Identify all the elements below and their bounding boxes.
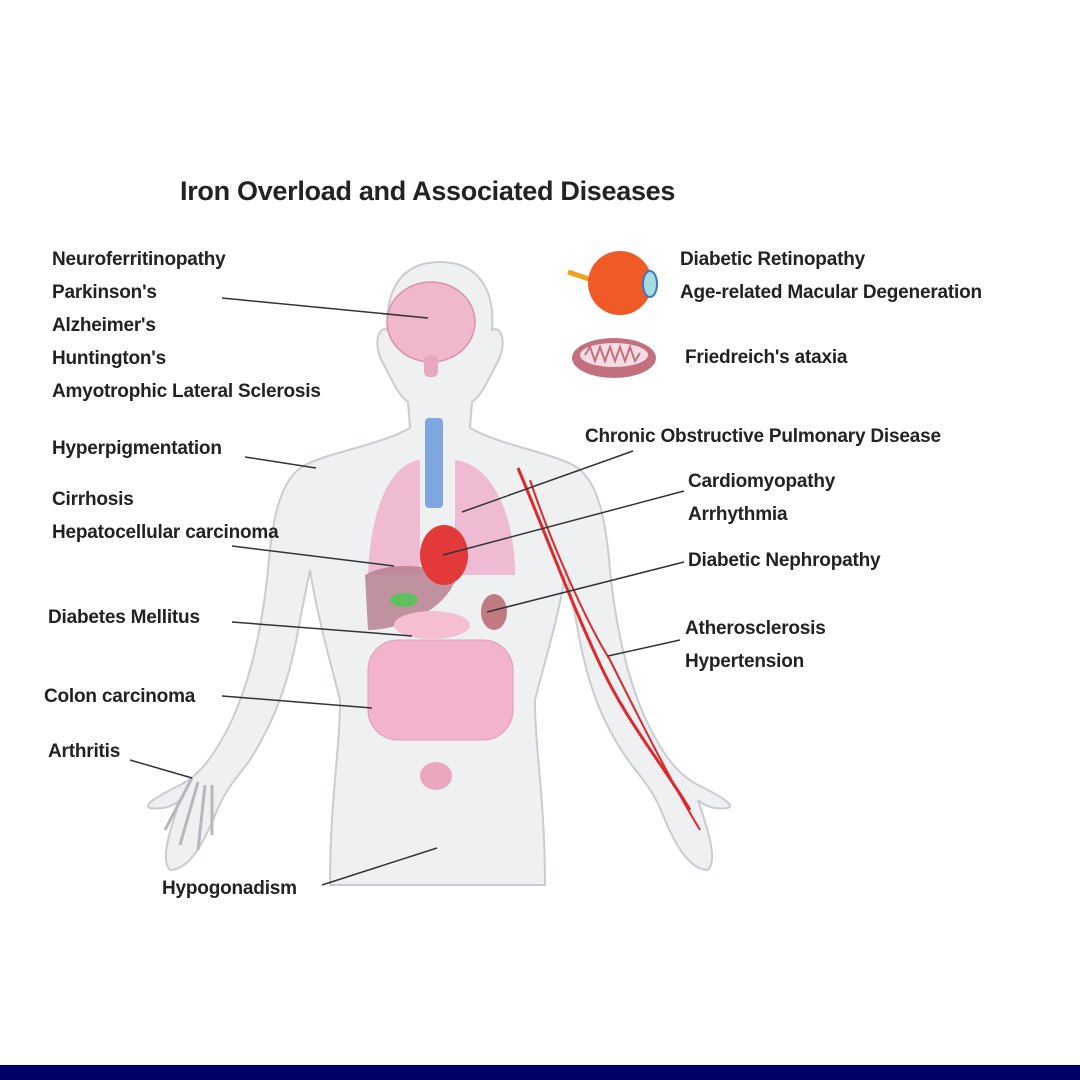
right-lung-icon bbox=[455, 460, 515, 575]
hand-bones-icon bbox=[163, 777, 214, 851]
label-parkinsons: Parkinson's bbox=[52, 282, 157, 303]
leader-lungs bbox=[461, 450, 634, 513]
label-neuroferritinopathy: Neuroferritinopathy bbox=[52, 249, 226, 270]
diagram-title: Iron Overload and Associated Diseases bbox=[180, 176, 676, 206]
label-diabetic-retinopathy: Diabetic Retinopathy bbox=[680, 249, 865, 270]
label-hypertension: Hypertension bbox=[685, 651, 805, 672]
artery-branch-icon bbox=[529, 479, 701, 831]
label-als: Amyotrophic Lateral Sclerosis bbox=[52, 381, 321, 402]
bladder-icon bbox=[420, 762, 452, 790]
label-cardiomyopathy: Cardiomyopathy bbox=[688, 471, 836, 492]
leader-pancreas bbox=[231, 621, 413, 637]
trachea-icon bbox=[425, 418, 443, 508]
brain-icon bbox=[386, 281, 476, 363]
vessel-disease-list: Atherosclerosis Hypertension bbox=[685, 612, 826, 678]
label-friedreichs-ataxia: Friedreich's ataxia bbox=[685, 347, 848, 368]
leader-brain bbox=[221, 297, 429, 319]
leader-vessels bbox=[607, 639, 681, 657]
optic-nerve-icon bbox=[567, 269, 593, 283]
pancreas-icon bbox=[394, 611, 470, 639]
label-arrhythmia: Arrhythmia bbox=[688, 504, 788, 525]
brain-disease-list: Neuroferritinopathy Parkinson's Alzheime… bbox=[52, 243, 321, 408]
label-colon-carcinoma: Colon carcinoma bbox=[44, 686, 196, 707]
footer-bar bbox=[0, 1065, 1080, 1080]
leader-colon bbox=[221, 695, 373, 709]
eye-icon bbox=[588, 251, 652, 315]
leader-joints bbox=[129, 759, 193, 779]
gallbladder-icon bbox=[390, 593, 418, 607]
label-atherosclerosis: Atherosclerosis bbox=[685, 618, 826, 639]
label-alzheimers: Alzheimer's bbox=[52, 315, 156, 336]
label-amd: Age-related Macular Degeneration bbox=[680, 282, 982, 303]
label-arthritis: Arthritis bbox=[48, 741, 121, 762]
label-diabetic-nephropathy: Diabetic Nephropathy bbox=[688, 550, 881, 571]
leader-skin bbox=[244, 456, 317, 469]
cornea-icon bbox=[642, 270, 658, 298]
leader-heart bbox=[442, 490, 685, 556]
intestines-icon bbox=[367, 639, 514, 741]
eye-disease-list: Diabetic Retinopathy Age-related Macular… bbox=[680, 243, 982, 309]
cristae-icon bbox=[584, 344, 641, 364]
kidney-icon bbox=[481, 594, 507, 630]
liver-disease-list: Cirrhosis Hepatocellular carcinoma bbox=[52, 483, 279, 549]
leader-gonads bbox=[321, 847, 438, 886]
left-lung-icon bbox=[368, 460, 420, 575]
label-cirrhosis: Cirrhosis bbox=[52, 489, 134, 510]
leader-lines bbox=[129, 297, 685, 886]
label-copd: Chronic Obstructive Pulmonary Disease bbox=[585, 426, 941, 447]
label-hepatocellular-carcinoma: Hepatocellular carcinoma bbox=[52, 522, 279, 543]
label-huntingtons: Huntington's bbox=[52, 348, 166, 369]
leader-liver bbox=[231, 545, 395, 567]
label-hypogonadism: Hypogonadism bbox=[162, 878, 297, 899]
artery-icon bbox=[516, 467, 692, 811]
leader-kidney bbox=[486, 561, 685, 613]
brainstem-icon bbox=[424, 355, 438, 377]
heart-disease-list: Cardiomyopathy Arrhythmia bbox=[688, 465, 835, 531]
label-diabetes-mellitus: Diabetes Mellitus bbox=[48, 607, 200, 628]
label-hyperpigmentation: Hyperpigmentation bbox=[52, 438, 222, 459]
